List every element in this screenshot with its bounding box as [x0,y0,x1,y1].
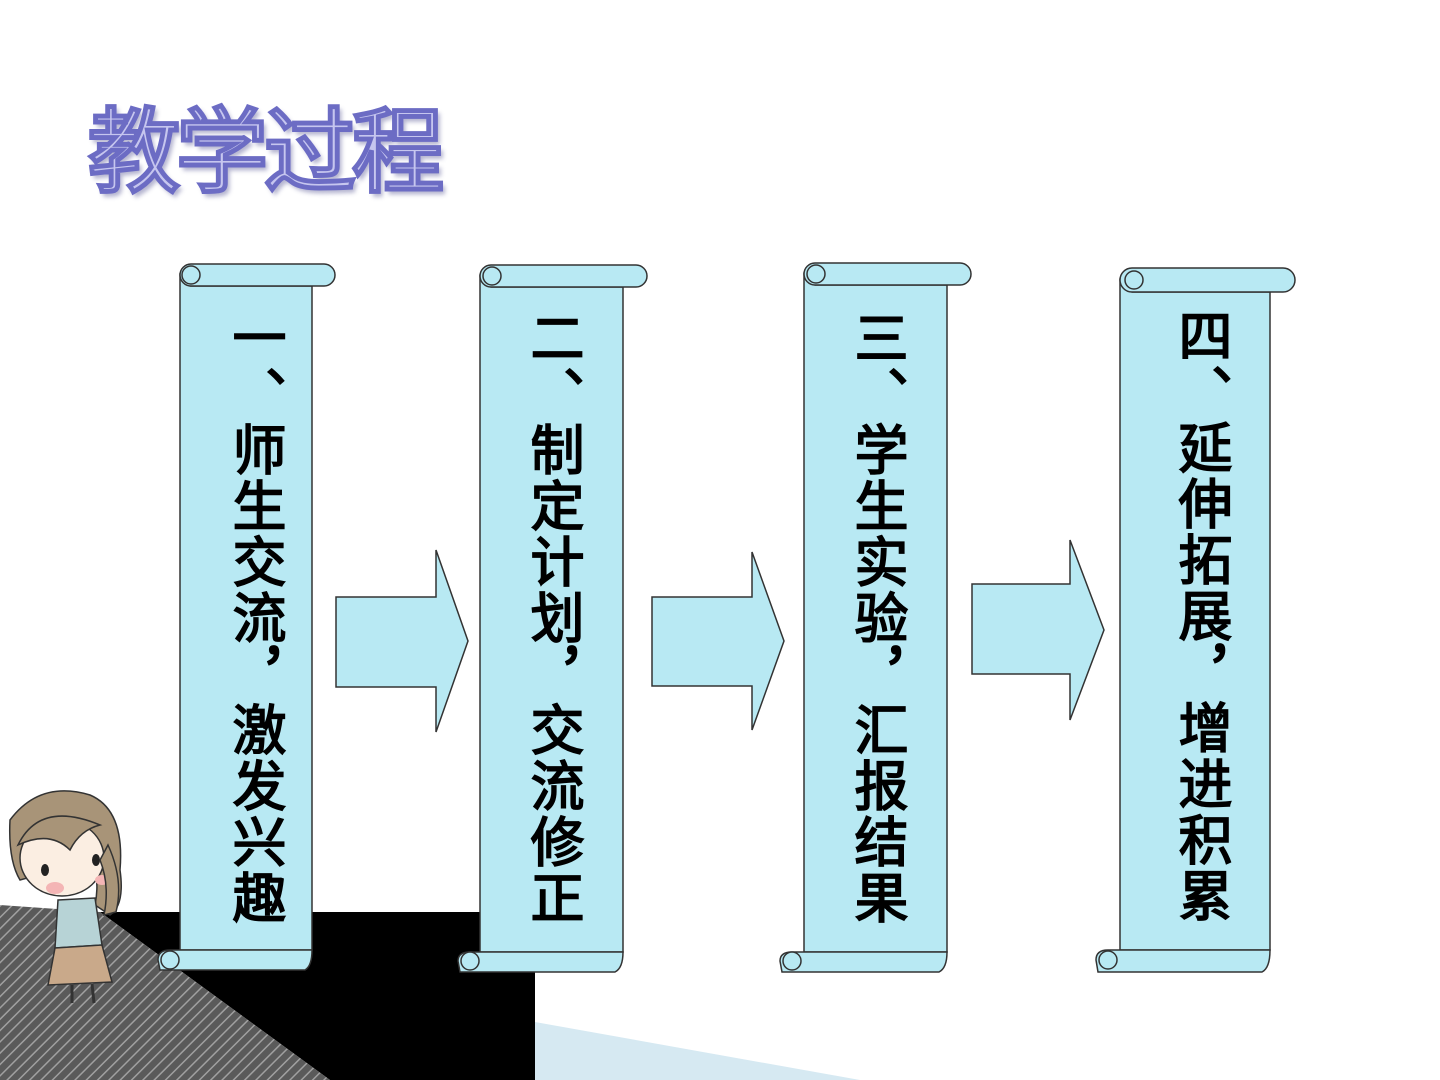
right-arrow-1 [335,549,469,733]
step-label-4: 四、延伸拓展，增进积累 [1169,308,1233,924]
step-label-3: 三、学生实验，汇报结果 [845,310,909,926]
slide-title: 教学过程 [87,98,445,207]
right-arrow-2 [651,551,785,731]
light-blue-stripe [535,1022,860,1080]
girl-illustration [8,790,122,1004]
scroll-shape-1 [157,263,336,971]
right-arrow-3 [971,539,1105,721]
scroll-shape-4 [1095,267,1296,973]
scroll-shape-2 [457,264,648,973]
step-label-1: 一、师生交流，激发兴趣 [223,310,287,926]
scroll-shape-3 [779,262,972,973]
step-label-2: 二、制定计划，交流修正 [521,310,585,926]
